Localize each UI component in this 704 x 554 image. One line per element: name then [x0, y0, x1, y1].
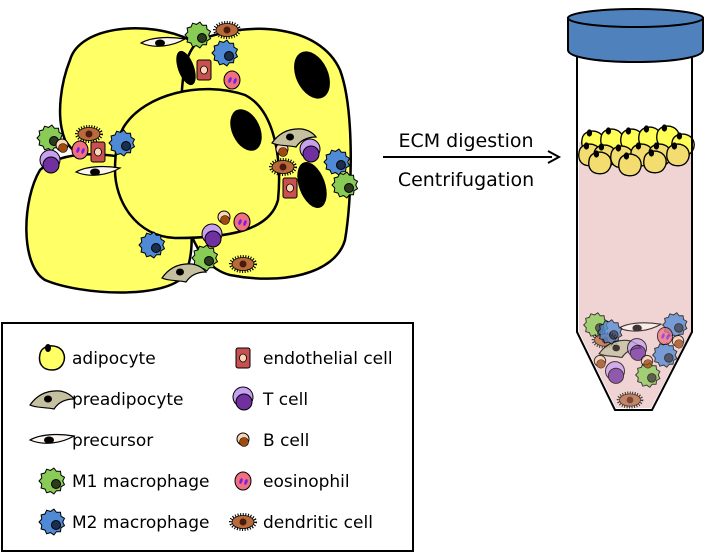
- adipocyte-cell-icon: [38, 344, 66, 371]
- precursor-cell-icon: [139, 36, 187, 47]
- adipocyte-nucleus: [294, 51, 330, 99]
- tube-cap-top: [567, 8, 704, 28]
- legend-label: adipocyte: [72, 349, 156, 369]
- tcell-cell-icon: [627, 338, 647, 361]
- legend-item-bcell: B cell: [236, 431, 309, 451]
- legend-item-eosinophil: eosinophil: [234, 471, 350, 492]
- adipocyte-cell-icon: [618, 152, 642, 177]
- tcell-cell-icon: [39, 149, 61, 174]
- tcell-cell-icon: [201, 223, 223, 248]
- adipocyte-cell-icon: [643, 149, 667, 174]
- eosinophil-cell-icon: [234, 471, 252, 491]
- centrifuge-tube: [567, 8, 704, 411]
- preadipocyte-cell-icon: [161, 263, 208, 283]
- floating-adipocytes: [578, 124, 695, 177]
- tube-cap: [567, 17, 704, 63]
- tcell-cell-icon: [299, 138, 321, 163]
- legend-label: precursor: [72, 431, 153, 451]
- m1-cell-icon: [191, 244, 219, 272]
- bcell-cell-icon: [640, 354, 654, 369]
- m1-cell-icon: [184, 21, 212, 49]
- legend-label: preadipocyte: [72, 390, 184, 410]
- adipocyte-nucleus: [297, 162, 327, 208]
- dendritic-cell-icon: [616, 391, 644, 409]
- dendritic-cell-icon: [213, 21, 241, 39]
- legend-label: M2 macrophage: [72, 513, 209, 533]
- eosinophil-cell-icon: [71, 140, 89, 160]
- bcell-cell-icon: [217, 210, 231, 225]
- precursor-cell-icon: [28, 433, 76, 444]
- legend-item-m2: M2 macrophage: [38, 508, 209, 536]
- legend-label: B cell: [263, 431, 309, 451]
- adipocyte-cell-icon: [666, 142, 690, 167]
- endothelial-cell-icon: [235, 347, 251, 369]
- m2-cell-icon: [211, 39, 239, 67]
- legend-item-adipocyte: adipocyte: [38, 344, 156, 371]
- legend-item-preadipocyte: preadipocyte: [29, 390, 184, 410]
- tube-outline: [576, 55, 693, 411]
- adipocyte: [113, 87, 281, 240]
- legend-item-endothelial: endothelial cell: [235, 347, 393, 369]
- m2-cell-icon: [597, 319, 623, 345]
- adipose-tissue-cluster: [25, 21, 359, 294]
- adipocyte-cell-icon: [588, 150, 612, 175]
- endothelial-cell-icon: [90, 141, 106, 163]
- dendritic-cell-icon: [269, 158, 297, 176]
- legend-item-tcell: T cell: [232, 386, 308, 411]
- m1-cell-icon: [38, 467, 66, 495]
- eosinophil-cell-icon: [656, 326, 674, 346]
- preadipocyte-cell-icon: [29, 390, 76, 410]
- cell-pellet: [583, 312, 688, 409]
- adipocyte-nucleus: [230, 109, 262, 151]
- step-centrifugation: Centrifugation: [398, 169, 534, 191]
- precursor-cell-icon: [74, 165, 122, 176]
- dendritic-cell-icon: [229, 513, 257, 531]
- dendritic-cell-icon: [229, 255, 257, 273]
- m2-cell-icon: [323, 148, 351, 176]
- m1-cell-icon: [331, 171, 359, 199]
- precursor-cell-icon: [617, 322, 663, 332]
- legend-item-precursor: precursor: [28, 431, 153, 451]
- m2-cell-icon: [38, 508, 66, 536]
- m2-cell-icon: [108, 129, 136, 157]
- eosinophil-cell-icon: [223, 70, 241, 90]
- tcell-cell-icon: [605, 361, 625, 384]
- step-ecm-digestion: ECM digestion: [398, 130, 533, 152]
- legend-item-dendritic: dendritic cell: [229, 513, 373, 533]
- process-arrow: [383, 150, 562, 164]
- legend-label: M1 macrophage: [72, 472, 209, 492]
- dendritic-cell-icon: [75, 125, 103, 143]
- legend-label: endothelial cell: [263, 349, 393, 369]
- m1-cell-icon: [635, 362, 661, 388]
- endothelial-cell-icon: [196, 59, 212, 81]
- bcell-cell-icon: [55, 138, 69, 153]
- legend: adipocyte preadipocyte precursor M1 macroph…: [28, 344, 393, 536]
- eosinophil-cell-icon: [233, 212, 251, 232]
- bcell-cell-icon: [593, 354, 607, 369]
- legend-label: T cell: [262, 390, 308, 410]
- m2-cell-icon: [138, 231, 166, 259]
- m2-cell-icon: [652, 342, 678, 368]
- legend-item-m1: M1 macrophage: [38, 467, 209, 495]
- bcell-cell-icon: [236, 432, 250, 447]
- endothelial-cell-icon: [282, 177, 298, 199]
- bcell-cell-icon: [671, 334, 685, 349]
- adipocyte-nucleus: [176, 50, 196, 86]
- preadipocyte-cell-icon: [271, 128, 318, 148]
- legend-label: eosinophil: [263, 472, 350, 492]
- tcell-cell-icon: [232, 386, 254, 411]
- legend-label: dendritic cell: [263, 513, 373, 533]
